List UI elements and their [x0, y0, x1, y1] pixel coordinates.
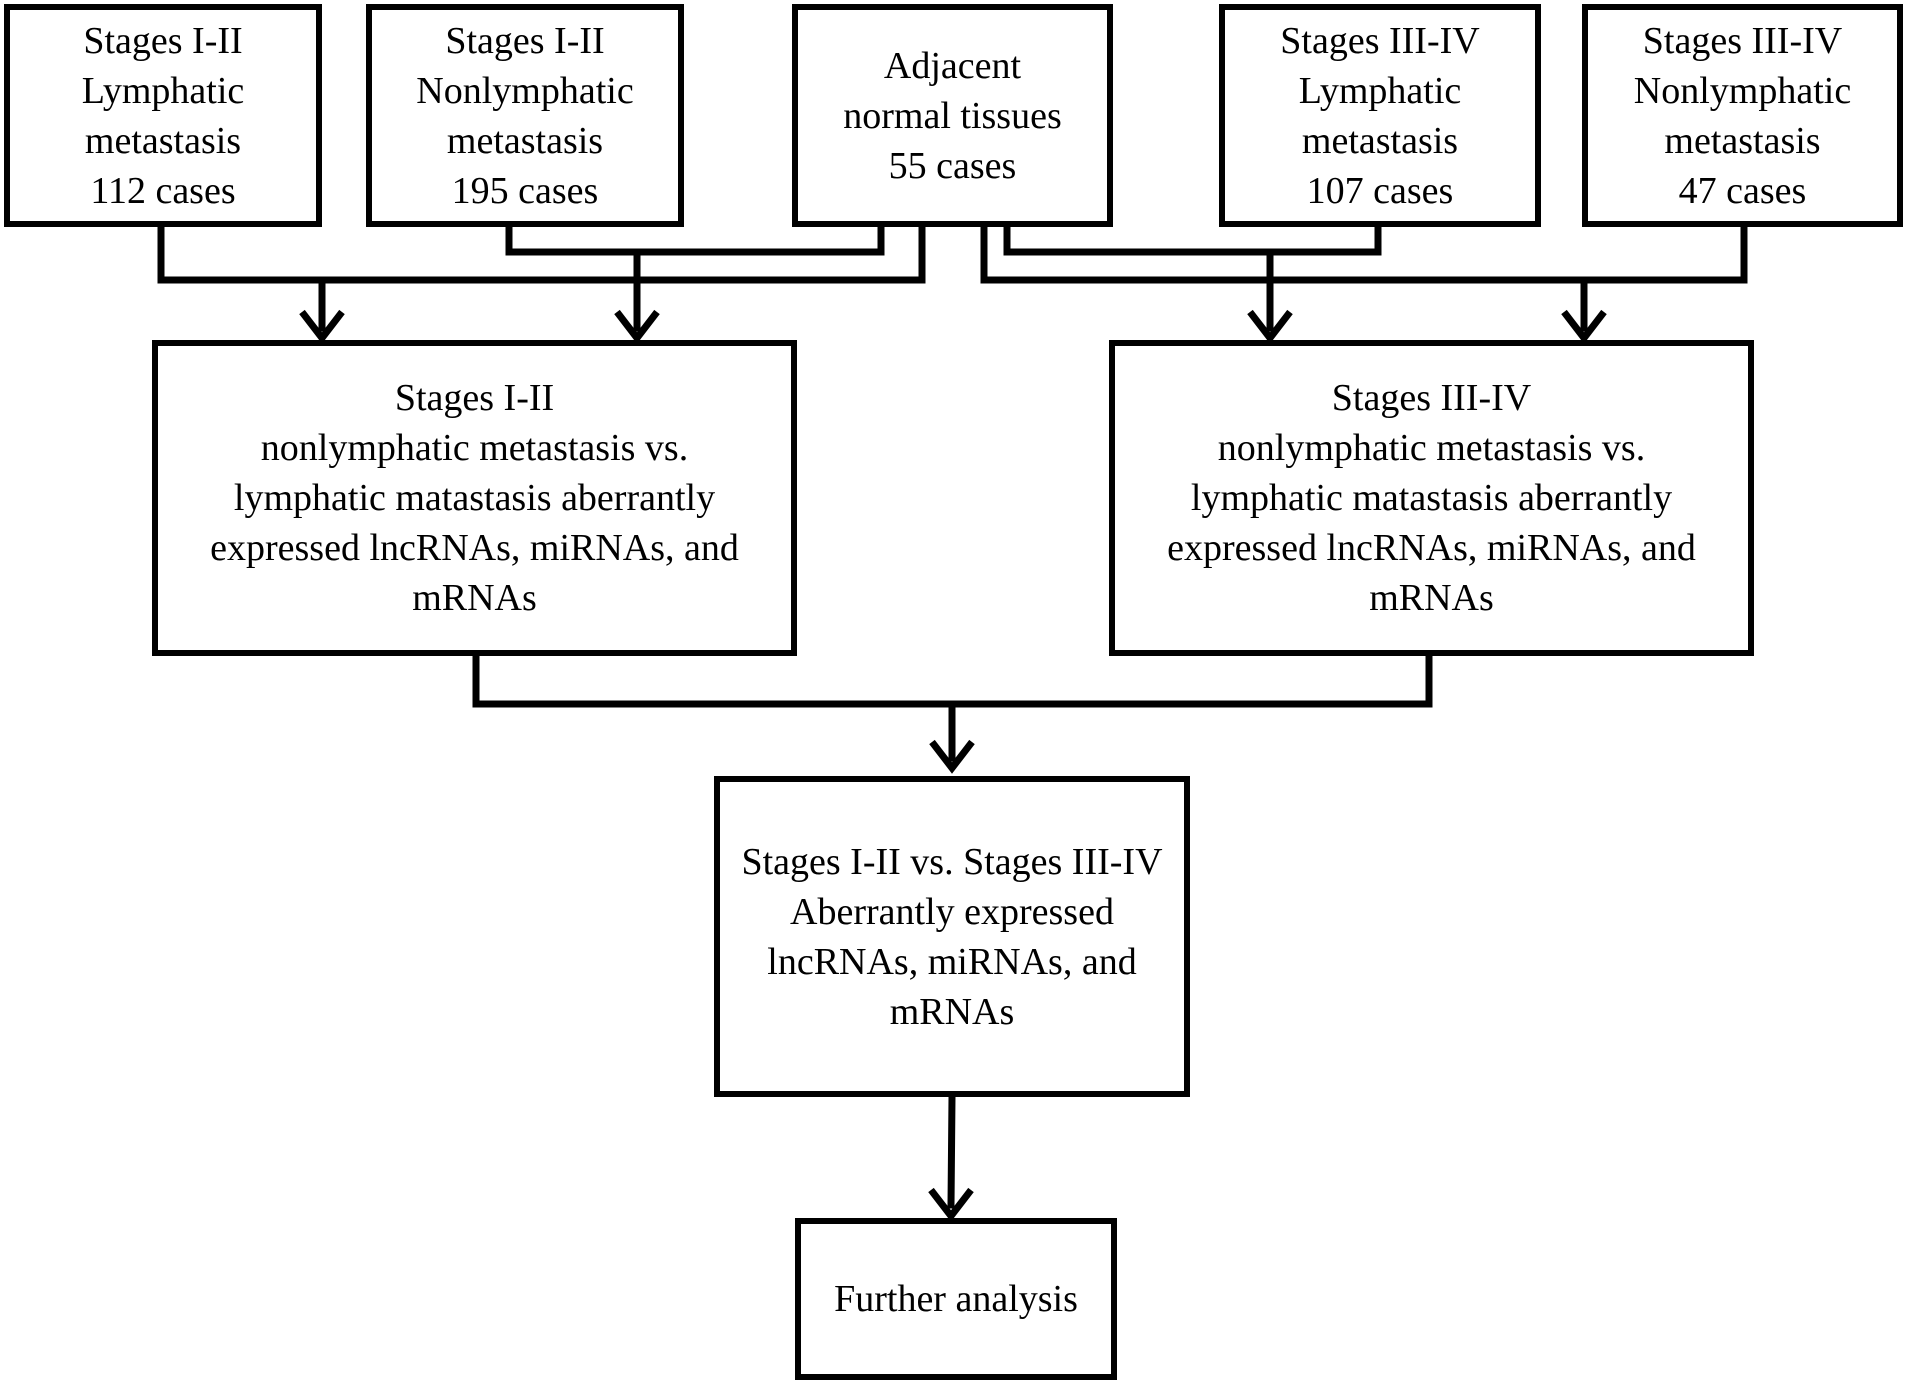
- node-line: metastasis: [1664, 119, 1821, 162]
- node-line: Lymphatic: [1298, 69, 1462, 112]
- node-line: 47 cases: [1678, 169, 1807, 212]
- node-line: normal tissues: [843, 94, 1062, 137]
- node-line: Stages I-II vs. Stages III-IV: [741, 840, 1163, 883]
- node-line: 107 cases: [1306, 169, 1454, 212]
- connector-s34-lymph: [1003, 224, 1382, 256]
- node-line: Further analysis: [834, 1278, 1078, 1320]
- node-line: mRNAs: [889, 990, 1015, 1033]
- node-line: Stages III-IV: [1642, 19, 1843, 62]
- node-stages-1-2-nonlymphatic: Stages I-II Nonlymphatic metastasis 195 …: [366, 4, 684, 227]
- node-line: lncRNAs, miRNAs, and: [767, 940, 1137, 983]
- node-line: Nonlymphatic: [1633, 69, 1852, 112]
- arrowhead-s12-left: [299, 309, 345, 344]
- node-line: metastasis: [446, 119, 604, 162]
- connector-s12-lymph: [157, 224, 926, 284]
- node-line: nonlymphatic metastasis vs.: [260, 427, 689, 469]
- node-line: metastasis: [84, 119, 242, 162]
- connector-s12-nonlymph: [505, 224, 885, 256]
- node-line: mRNAs: [1369, 577, 1494, 619]
- arrow-to-further: [947, 1093, 956, 1209]
- connector-compare-merge: [472, 653, 1433, 708]
- node-line: Lymphatic: [81, 69, 245, 112]
- arrowhead-s34-left: [1247, 309, 1293, 344]
- node-line: lymphatic matastasis aberrantly: [233, 477, 716, 519]
- node-stages-1-2-comparison: Stages I-II nonlymphatic metastasis vs. …: [152, 340, 797, 656]
- node-line: expressed lncRNAs, miRNAs, and: [210, 527, 739, 569]
- node-stage-comparison: Stages I-II vs. Stages III-IV Aberrantly…: [714, 776, 1190, 1097]
- node-line: 195 cases: [451, 169, 599, 212]
- node-further-analysis: Further analysis: [795, 1218, 1117, 1380]
- node-stages-3-4-nonlymphatic: Stages III-IV Nonlymphatic metastasis 47…: [1582, 4, 1903, 227]
- connector-adjacent-right: [980, 224, 1748, 284]
- arrowhead-further: [928, 1187, 974, 1222]
- node-stages-3-4-lymphatic: Stages III-IV Lymphatic metastasis 107 c…: [1219, 4, 1541, 227]
- node-line: Nonlymphatic: [416, 69, 634, 112]
- node-adjacent-normal-tissues: Adjacent normal tissues 55 cases: [792, 4, 1113, 227]
- node-line: Stages III-IV: [1280, 19, 1480, 62]
- node-line: 55 cases: [888, 144, 1017, 187]
- arrowhead-stage-compare: [929, 739, 975, 774]
- node-line: nonlymphatic metastasis vs.: [1217, 427, 1646, 469]
- node-line: expressed lncRNAs, miRNAs, and: [1167, 527, 1696, 569]
- arrowhead-s12-right: [614, 309, 660, 344]
- node-line: Aberrantly expressed: [790, 890, 1114, 933]
- node-line: Stages I-II: [445, 19, 605, 62]
- node-stages-3-4-comparison: Stages III-IV nonlymphatic metastasis vs…: [1109, 340, 1754, 656]
- node-line: mRNAs: [412, 577, 537, 619]
- node-line: Stages I-II: [83, 19, 243, 62]
- node-line: Stages I-II: [394, 377, 555, 419]
- node-line: Stages III-IV: [1331, 377, 1532, 419]
- node-line: 112 cases: [90, 169, 236, 212]
- node-line: metastasis: [1301, 119, 1459, 162]
- node-stages-1-2-lymphatic: Stages I-II Lymphatic metastasis 112 cas…: [4, 4, 322, 227]
- node-line: lymphatic matastasis aberrantly: [1190, 477, 1673, 519]
- node-line: Adjacent: [883, 44, 1022, 87]
- arrowhead-s34-right: [1561, 309, 1607, 344]
